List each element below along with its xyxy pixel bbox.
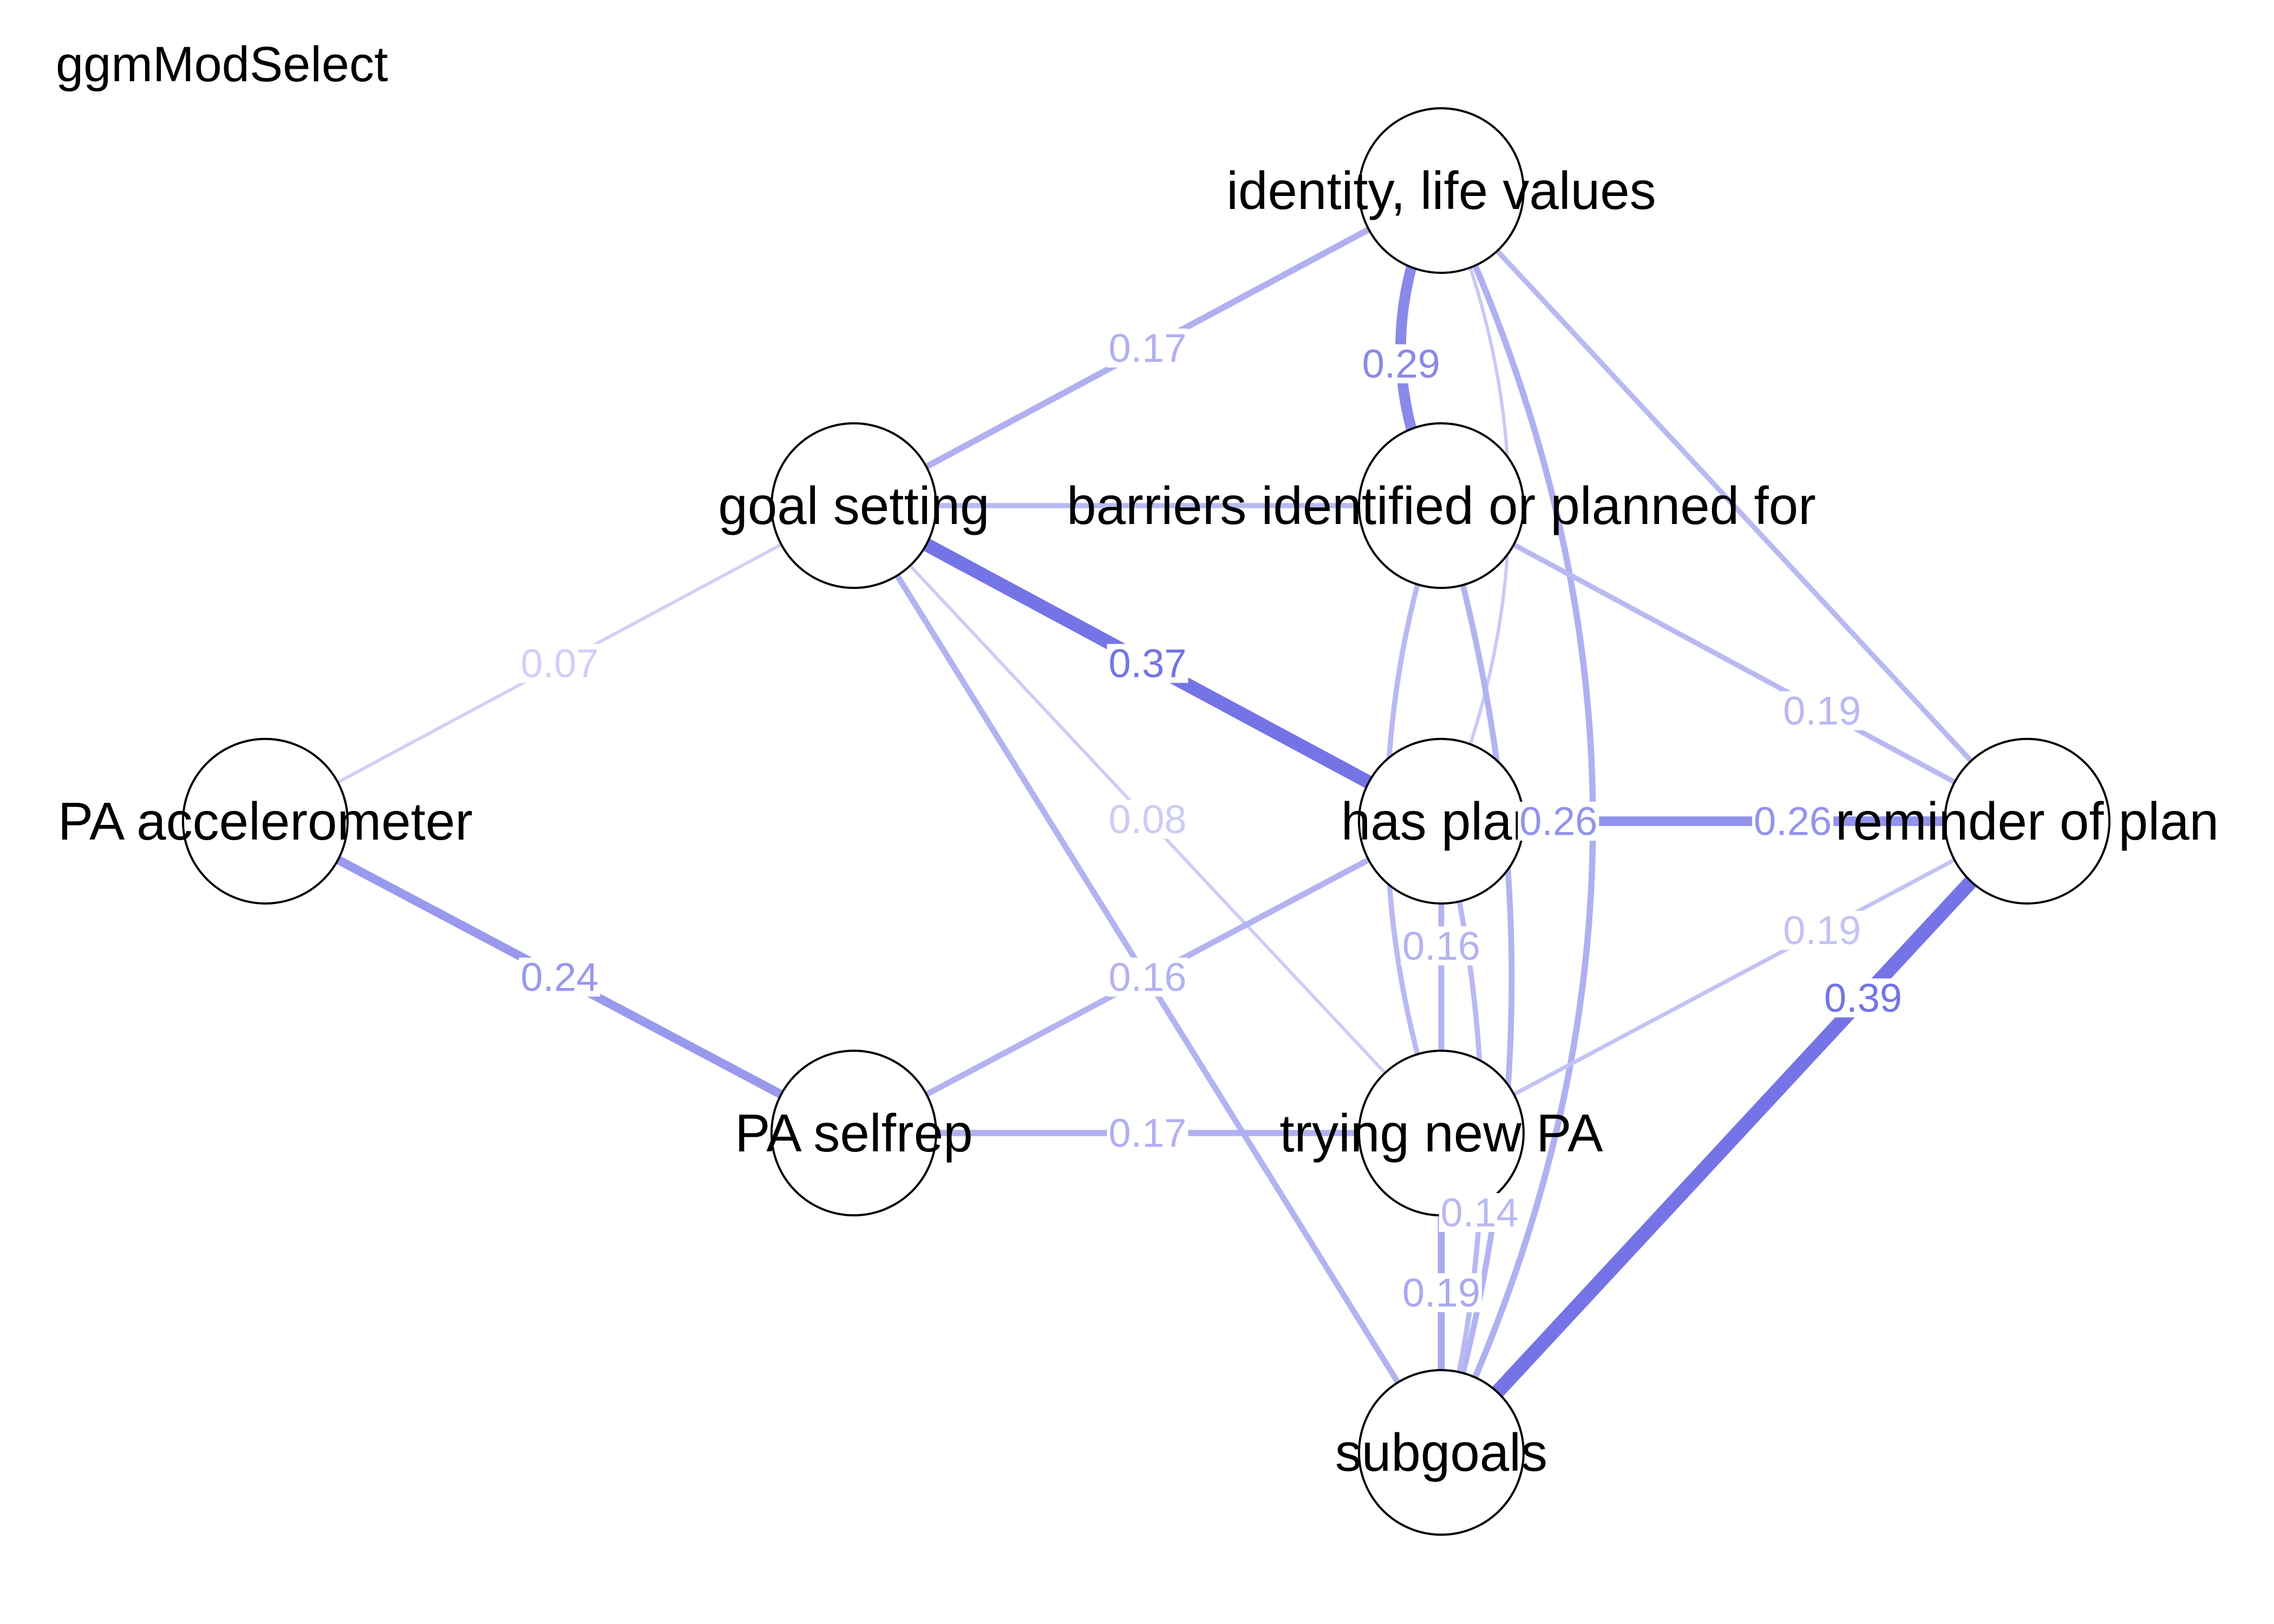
nodes-layer: identity, life values goal setting barrier…	[58, 107, 2219, 1536]
node-circle	[1358, 422, 1525, 589]
node-plan: has plan	[1341, 738, 1542, 905]
edge-label-bg	[1107, 958, 1188, 997]
edge-label-goal-identity: 0.17	[1108, 326, 1186, 371]
node-circle	[182, 738, 349, 905]
edge-label-plan-trying: 0.16	[1402, 924, 1480, 968]
edge-identity-reminder	[1439, 188, 2029, 823]
edge-label-plan-reminder: 0.26	[1519, 799, 1597, 844]
edge-reminder-subgoals	[1436, 816, 2033, 1458]
edge-label-plan-selfrep: 0.16	[1108, 955, 1186, 1000]
edge-label-bg	[1360, 344, 1442, 384]
edge-label-bg	[1401, 1273, 1482, 1312]
edge-label-trying-subgoals: 0.19	[1402, 1271, 1480, 1315]
node-label: reminder of plan	[1835, 791, 2219, 851]
edge-label-goal-plan: 0.37	[1108, 641, 1186, 686]
node-circle	[770, 1050, 937, 1216]
edge-label-accel-selfrep: 0.24	[520, 955, 598, 1000]
edge-label-plan-reminder: 0.26	[1754, 799, 1832, 844]
edge-label-bg	[1107, 329, 1188, 368]
edge-label-bg	[1518, 802, 1599, 841]
node-reminder: reminder of plan	[1835, 738, 2219, 905]
edge-label-bg	[519, 958, 600, 997]
edge-label-bg	[1781, 911, 1863, 950]
node-circle	[1358, 107, 1525, 274]
node-selfrep: PA selfrep	[735, 1050, 973, 1216]
node-label: PA selfrep	[735, 1103, 972, 1163]
node-circle	[770, 422, 937, 589]
node-label: subgoals	[1335, 1423, 1547, 1482]
node-label: trying new PA	[1279, 1103, 1603, 1163]
edge-label-barriers-reminder: 0.19	[1783, 688, 1861, 733]
edge-label-bg	[1107, 644, 1188, 683]
edge-label-bg	[1752, 802, 1834, 841]
edge-labels-layer: 0.17 0.29 0.07 0.37 0.08 0.19 0.24 0.16 0.26 0.26…	[519, 326, 1904, 1315]
edge-label-bg	[1439, 1193, 1520, 1232]
edge-label-goal-accel: 0.07	[520, 641, 598, 686]
node-circle	[1944, 738, 2110, 905]
edge-label-selfrep-trying: 0.17	[1108, 1111, 1186, 1156]
edge-label-bg	[519, 644, 600, 683]
node-label: PA accelerometer	[58, 791, 473, 851]
node-goal: goal setting	[718, 422, 990, 589]
node-trying: trying new PA	[1279, 1050, 1603, 1216]
node-accel: PA accelerometer	[58, 738, 473, 905]
edge-label-bg	[1781, 691, 1863, 730]
node-label: has plan	[1341, 791, 1542, 851]
edge-label-reminder-subgoals: 0.39	[1824, 975, 1902, 1020]
edge-label-plan-subgoals: 0.14	[1441, 1190, 1519, 1235]
node-label: barriers identified or planned for	[1067, 476, 1816, 535]
node-label: identity, life values	[1226, 161, 1656, 220]
edge-label-bg	[1107, 800, 1188, 839]
edge-label-goal-trying: 0.08	[1108, 797, 1186, 842]
plot-title: ggmModSelect	[56, 37, 388, 92]
edge-label-identity-barriers: 0.29	[1362, 342, 1440, 387]
edge-label-bg	[1401, 926, 1482, 966]
node-identity: identity, life values	[1226, 107, 1656, 274]
edge-barriers-reminder	[1440, 503, 2029, 824]
node-subgoals: subgoals	[1335, 1369, 1547, 1536]
edge-label-bg	[1107, 1114, 1188, 1152]
edge-label-reminder-trying: 0.19	[1783, 908, 1861, 953]
edge-label-bg	[1822, 978, 1904, 1018]
node-label: goal setting	[718, 476, 989, 535]
edge-reminder-trying	[1440, 819, 2028, 1135]
node-barriers: barriers identified or planned for	[1067, 422, 1816, 589]
node-circle	[1358, 1369, 1525, 1536]
